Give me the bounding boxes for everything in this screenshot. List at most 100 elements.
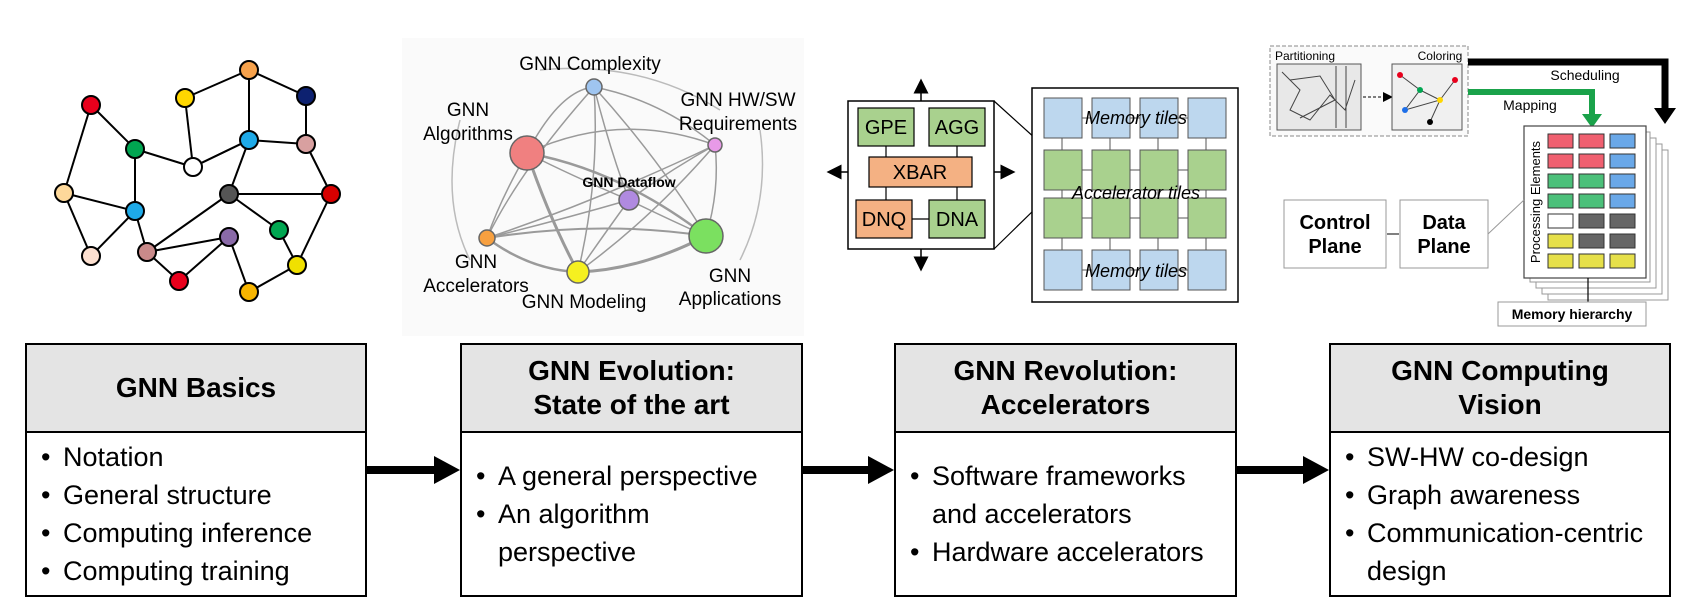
stage-bullets: SW-HW co-design Graph awareness Communic… (1331, 433, 1669, 595)
node-accelerators (478, 229, 496, 247)
processing-element (1547, 133, 1574, 149)
processing-element (1609, 193, 1636, 209)
graph-node (125, 139, 145, 159)
accelerator-tile (1043, 197, 1083, 239)
node-algorithms (509, 135, 545, 171)
accelerator-tile (1043, 149, 1083, 191)
accelerator-tile (1091, 149, 1131, 191)
label-accelerators-1: GNN (455, 252, 497, 273)
graph-node (169, 271, 189, 291)
coloring-thumb (1391, 63, 1463, 131)
processing-element (1578, 213, 1605, 229)
label-coloring: Coloring (1418, 49, 1463, 63)
mapping-arrow (1468, 89, 1595, 116)
zoom-line-top (993, 100, 1037, 140)
bullet-item: Graph awareness (1345, 476, 1661, 514)
label-dna: DNA (936, 209, 979, 231)
label-scheduling: Scheduling (1550, 67, 1619, 83)
graph-node (81, 95, 101, 115)
partition-thumb (1276, 63, 1362, 131)
label-memory-bottom: Memory tiles (1085, 261, 1187, 281)
zoom-line-bottom (993, 207, 1037, 250)
accel-panel: GPE AGG XBAR DNQ DNA Memory tiles Accele… (826, 78, 1239, 303)
label-hwsw-2: Requirements (679, 114, 797, 135)
stage-title: GNN Computing Vision (1331, 345, 1669, 433)
processing-element (1547, 153, 1574, 169)
label-memory-top: Memory tiles (1085, 108, 1187, 128)
stage-title: GNN Revolution: Accelerators (896, 345, 1235, 433)
label-complexity: GNN Complexity (519, 54, 661, 75)
bullet-item: Software frameworks and accelerators (910, 457, 1227, 533)
graph-node (239, 282, 259, 302)
bullet-item: An algorithm perspective (476, 495, 793, 571)
label-control-plane-2: Plane (1308, 236, 1361, 258)
network-background (402, 38, 804, 336)
graph-node (321, 184, 341, 204)
accelerator-tile (1139, 149, 1179, 191)
label-partitioning: Partitioning (1275, 49, 1335, 63)
node-modeling (566, 260, 590, 284)
graph-node (81, 246, 101, 266)
bullet-item: Notation (41, 438, 357, 476)
accelerator-tile (1187, 197, 1227, 239)
block-gpe (857, 107, 915, 147)
memory-tile (1187, 249, 1227, 291)
label-control-plane-1: Control (1299, 212, 1370, 234)
control-plane-box (1283, 199, 1387, 269)
scheduling-arrow (1468, 58, 1669, 112)
bullet-item: Computing inference (41, 514, 357, 552)
graph-node (269, 220, 289, 240)
bullet-item: General structure (41, 476, 357, 514)
block-dnq (855, 199, 913, 239)
node-complexity (585, 78, 603, 96)
graph-node (54, 183, 74, 203)
label-dataflow: GNN Dataflow (582, 174, 675, 190)
processing-element (1609, 173, 1636, 189)
block-xbar (868, 156, 973, 188)
processing-element (1578, 253, 1605, 269)
processing-element (1578, 193, 1605, 209)
label-dnq: DNQ (862, 209, 906, 231)
stage-bullets: A general perspective An algorithm persp… (462, 433, 801, 595)
processing-element (1547, 193, 1574, 209)
label-algorithms-1: GNN (447, 100, 489, 121)
stage-box-vision: GNN Computing Vision SW-HW co-design Gra… (1329, 343, 1671, 597)
graph-node (183, 157, 203, 177)
network-nodes (478, 78, 724, 284)
network-panel: GNN Complexity GNN Algorithms GNN HW/SW … (402, 38, 804, 336)
pe-grid (1547, 133, 1636, 269)
vision-panel: Partitioning Coloring Scheduling Mapping (1269, 45, 1676, 327)
label-applications-1: GNN (709, 266, 751, 287)
stage-bullets: Software frameworks and accelerators Har… (896, 433, 1235, 595)
node-dataflow (618, 189, 640, 211)
stage-title: GNN Evolution: State of the art (462, 345, 801, 433)
tiles (1043, 97, 1227, 291)
processing-element (1609, 233, 1636, 249)
graph-node (239, 130, 259, 150)
stage-box-revolution: GNN Revolution: Accelerators Software fr… (894, 343, 1237, 597)
label-modeling: GNN Modeling (522, 292, 647, 313)
tile-labels: Memory tiles Accelerator tiles Memory ti… (1071, 108, 1200, 281)
network-labels: GNN Complexity GNN Algorithms GNN HW/SW … (423, 54, 797, 313)
processing-element (1547, 173, 1574, 189)
bullet-item: A general perspective (476, 457, 793, 495)
stage-title: GNN Basics (27, 345, 365, 433)
processing-element (1547, 233, 1574, 249)
memory-hierarchy-box (1497, 301, 1647, 327)
graph-node (175, 88, 195, 108)
coloring-dots (1397, 72, 1458, 125)
processing-element (1578, 233, 1605, 249)
bullet-item: Computing training (41, 552, 357, 590)
accelerator-tile (1139, 197, 1179, 239)
label-mapping: Mapping (1503, 97, 1557, 113)
label-applications-2: Applications (679, 289, 781, 310)
graph-node (296, 134, 316, 154)
accelerator-tile (1187, 149, 1227, 191)
memory-tile (1139, 97, 1179, 139)
accelerator-tile (1091, 197, 1131, 239)
label-processing-elements: Processing Elements (1528, 140, 1543, 263)
accel-io-arrows (826, 78, 1016, 272)
node-hwsw (707, 137, 723, 153)
memory-tile (1091, 97, 1131, 139)
data-pe-link (1487, 199, 1525, 235)
